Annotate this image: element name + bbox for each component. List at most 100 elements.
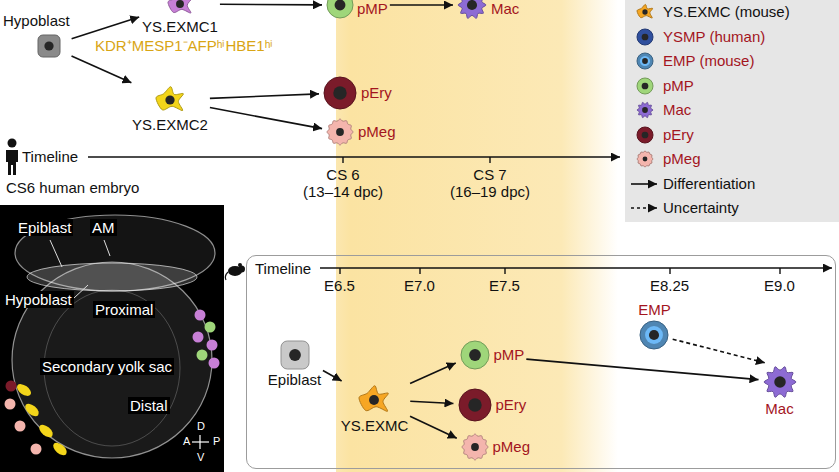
pery-cell: pEry — [322, 75, 392, 111]
cell-icon — [279, 339, 311, 371]
cell-label: Mac — [491, 0, 519, 17]
differentiation-arrow — [210, 94, 319, 98]
cell-label: pMeg — [493, 438, 531, 455]
legend-panel: YS.EXMC (mouse)YSMP (human)EMP (mouse)pM… — [625, 0, 839, 222]
mouse-timeline-axis — [320, 267, 832, 269]
cell-nucleus — [289, 349, 301, 361]
differentiation-arrow — [526, 359, 758, 380]
cluster-cell — [5, 399, 16, 410]
exmc1-cell: YS.EXMC1 — [142, 0, 218, 35]
differentiation-arrow — [410, 363, 456, 384]
amnion-outline — [15, 215, 215, 291]
legend-entry: Differentiation — [625, 173, 839, 195]
cell-body — [637, 53, 653, 69]
cell-nucleus — [333, 86, 346, 99]
cluster-cell — [205, 322, 216, 333]
cell-body — [324, 77, 356, 109]
cell-label: Hypoblast — [3, 12, 70, 29]
legend-text: YSMP (human) — [663, 28, 765, 45]
cluster-cell — [51, 440, 69, 457]
cell-label: YS.EXMC2 — [132, 116, 208, 133]
cell-body — [637, 78, 653, 94]
cluster-cell — [15, 382, 33, 399]
legend-swatch — [631, 2, 659, 22]
mouse-icon-tail — [225, 272, 228, 280]
differentiation-arrow — [410, 401, 453, 403]
cell-label: Mac — [765, 400, 793, 417]
cell-nucleus — [642, 58, 648, 64]
differentiation-arrow — [220, 3, 322, 5]
hypoblast-cell: Hypoblast — [3, 12, 70, 59]
region-label: Proximal — [93, 301, 155, 318]
structure-label: AM — [90, 219, 117, 236]
uncertain-arrow — [673, 339, 765, 363]
legend-entry: pMP — [625, 75, 839, 97]
cell-nucleus — [335, 0, 346, 10]
dpc-label: (13–14 dpc) — [303, 183, 383, 200]
cell-label: pMP — [357, 0, 388, 17]
legend-text: Uncertainty — [663, 199, 739, 216]
legend-entry: pEry — [625, 124, 839, 146]
cell-nucleus — [370, 395, 380, 405]
cell-label: EMP — [638, 301, 671, 318]
cell-body — [637, 151, 653, 167]
cell-label: Epiblast — [268, 371, 321, 388]
cell-label: pMP — [494, 346, 525, 363]
cell-icon — [322, 75, 358, 111]
legend-swatch — [631, 125, 659, 145]
legend-entry: EMP (mouse) — [625, 50, 839, 72]
timeline-tick — [779, 268, 780, 274]
distal-cell-cluster — [5, 381, 70, 458]
legend-swatch — [631, 149, 659, 169]
mac-cell: Mac — [762, 364, 798, 417]
cell-body — [461, 341, 489, 369]
leader-line — [50, 240, 62, 267]
cell-body — [156, 87, 183, 111]
timeline-label: Timeline — [22, 148, 78, 165]
stage-label: E7.5 — [489, 277, 520, 294]
cluster-cell — [195, 310, 206, 321]
stage-label: E7.0 — [404, 277, 435, 294]
cell-body — [637, 29, 653, 45]
timeline-tick — [504, 268, 505, 274]
stage-label: E8.25 — [650, 277, 689, 294]
cell-label: YS.EXMC — [341, 417, 409, 434]
pery-cell: pEry — [457, 387, 527, 423]
differentiation-arrow — [72, 17, 140, 39]
cell-ring — [640, 56, 650, 66]
cell-body — [459, 389, 491, 421]
axis-label: A — [181, 435, 192, 448]
cell-nucleus — [642, 82, 649, 89]
cell-nucleus — [44, 41, 53, 50]
differentiation-arrow — [210, 108, 322, 129]
cell-label: YS.EXMC1 — [142, 18, 218, 35]
differentiation-arrow — [390, 4, 453, 6]
cluster-cell — [207, 340, 218, 351]
embryo-image-ground — [0, 205, 224, 472]
exmc-cell: YS.EXMC — [341, 383, 409, 434]
cluster-cell — [6, 381, 17, 392]
structure-label: Secondary yolk sac — [40, 358, 174, 375]
mac-cell: Mac — [456, 0, 519, 21]
cluster-cell — [15, 421, 26, 432]
human-icon-body — [6, 150, 18, 175]
proximal-cell-cluster — [193, 310, 220, 369]
region-label: Distal — [128, 397, 170, 414]
legend-text: Differentiation — [663, 175, 755, 192]
cell-nucleus — [642, 9, 647, 14]
legend-swatch — [631, 76, 659, 96]
legend-line-sample — [631, 198, 659, 218]
cluster-cell — [37, 422, 55, 439]
cell-nucleus — [774, 376, 786, 388]
legend-swatch — [631, 51, 659, 71]
timeline-tick — [489, 157, 490, 163]
timeline-tick — [339, 268, 340, 274]
emp-cell: EMP — [638, 301, 671, 350]
mouse-icon-ear — [238, 263, 242, 267]
stage-label: CS 7 — [473, 166, 506, 183]
cell-icon — [166, 0, 194, 18]
dpc-label: (16–19 dpc) — [450, 183, 530, 200]
leader-line — [74, 285, 88, 298]
differentiation-arrow — [323, 370, 342, 381]
human-icon-head — [8, 139, 17, 148]
